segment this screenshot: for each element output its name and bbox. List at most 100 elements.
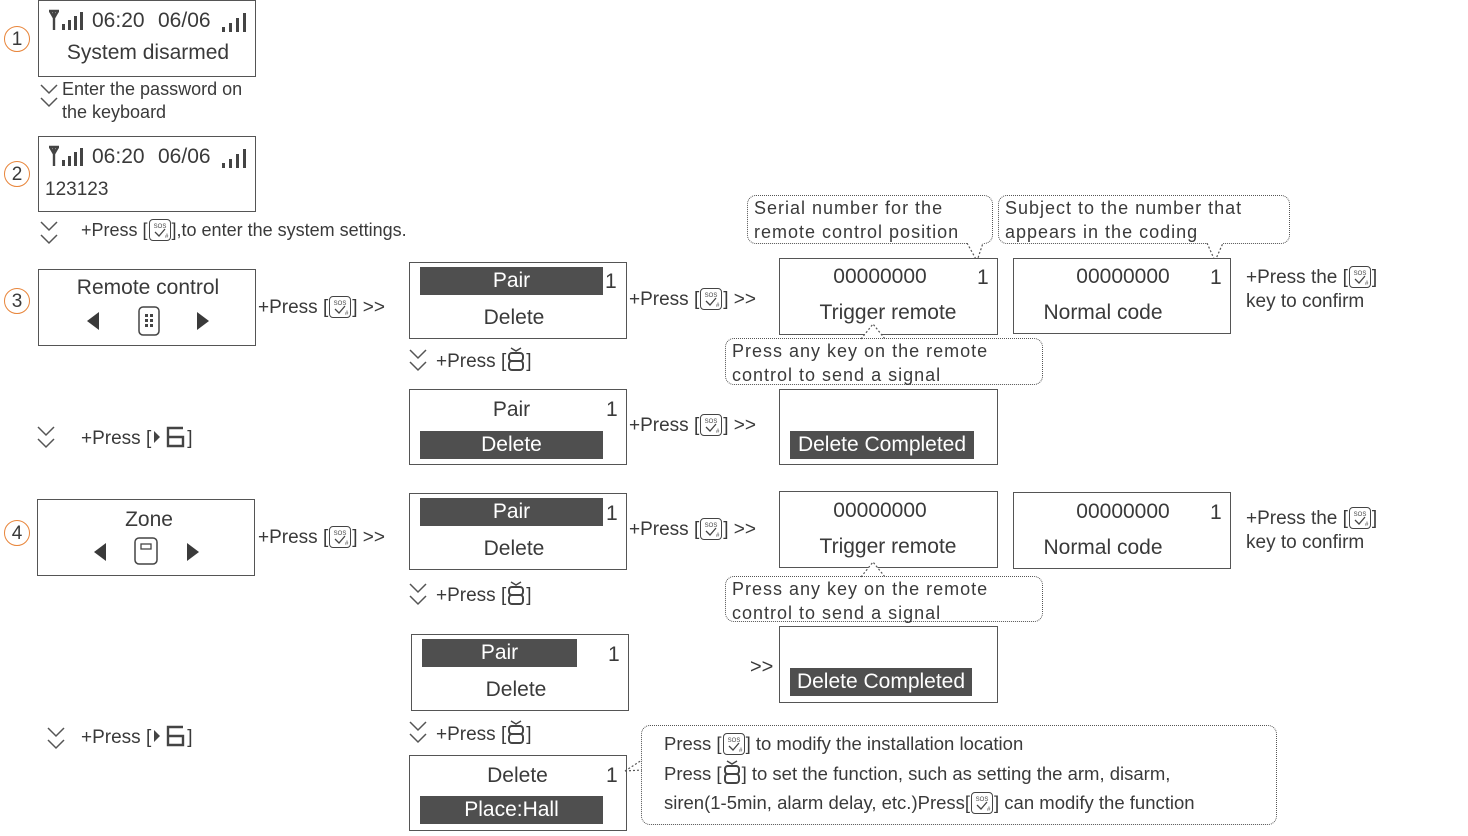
press-sos-instruction: +Press [SOS#] >> (629, 518, 756, 541)
svg-text:SOS: SOS (705, 293, 718, 299)
svg-text:#: # (165, 234, 169, 240)
press-label-end: ] >> (352, 527, 385, 548)
menu-remote-control[interactable]: Remote control (38, 269, 256, 346)
confirm-label-end: ] (1371, 267, 1378, 288)
status-text: System disarmed (66, 41, 230, 64)
press-label: +Press [ (258, 527, 329, 548)
screen-delete-completed: Delete Completed (779, 626, 998, 703)
press-label: +Press [ (81, 727, 152, 748)
note-line: siren(1-5min, alarm delay, etc.)Press[SO… (664, 788, 1254, 818)
press-label-end: ] >> (352, 297, 385, 318)
chevron-down-icon (409, 583, 427, 606)
count-value: 1 (606, 764, 618, 787)
menu-zone[interactable]: Zone (37, 499, 255, 576)
clock-date: 06/06 (158, 145, 211, 168)
zone-code: 00000000 (833, 499, 927, 522)
confirm-instruction: +Press the [SOS#] key to confirm (1246, 507, 1377, 555)
svg-text:#: # (716, 429, 720, 435)
note-line: Press [] to set the function, such as se… (664, 759, 1254, 789)
antenna-signal-icon (48, 9, 83, 30)
step-number-1: 1 (4, 26, 30, 52)
position-number: 1 (1210, 501, 1222, 524)
callout-pointer (860, 561, 886, 578)
chevron-down-icon (409, 721, 427, 744)
menu-item-delete[interactable]: Delete (485, 678, 547, 701)
position-number: 1 (1210, 266, 1222, 289)
press-sos-instruction: +Press [SOS#] >> (258, 296, 385, 319)
press-sos-instruction: +Press [SOS#] >> (258, 526, 385, 549)
press-label: +Press [ (629, 519, 700, 540)
press-label-end: ] (187, 727, 193, 748)
note-text: ] can modify the function (994, 792, 1195, 813)
instruction-suffix: ],to enter the system settings. (171, 220, 407, 240)
menu-item-delete[interactable]: Delete (487, 764, 548, 787)
press-sos-instruction: +Press [SOS#] >> (629, 288, 756, 311)
press-label: +Press [ (436, 585, 507, 606)
chevron-down-icon (409, 349, 427, 372)
press-label-end: ] (526, 585, 532, 606)
note-line: Press [SOS#] to modify the installation … (664, 729, 1254, 759)
password-entry: 123123 (45, 179, 109, 200)
svg-text:#: # (1365, 281, 1369, 287)
sos-key-icon: SOS# (971, 792, 994, 814)
antenna-signal-icon (48, 145, 83, 166)
svg-text:#: # (739, 748, 743, 754)
press-label-end: ] >> (723, 289, 756, 310)
left-arrow-icon[interactable] (86, 311, 100, 331)
chevron-down-icon (40, 84, 58, 108)
note-line: Press any key on the remote (732, 341, 989, 361)
menu-item-delete-selected[interactable]: Delete (420, 431, 603, 459)
code-type: Normal code (1043, 536, 1163, 559)
menu-item-pair-selected[interactable]: Pair (422, 639, 577, 667)
key-8-icon (508, 581, 525, 605)
svg-text:SOS: SOS (976, 797, 989, 803)
svg-text:#: # (1365, 522, 1369, 528)
count-value: 1 (605, 270, 617, 293)
menu-item-pair-selected[interactable]: Pair (420, 267, 603, 295)
key-8-icon (508, 720, 525, 744)
screen-pair-selected: Pair 1 Delete (409, 262, 627, 339)
key-8-icon (508, 347, 525, 371)
press-6-instruction: +Press [] (81, 425, 193, 450)
press-label-end: ] (187, 428, 193, 449)
menu-item-delete[interactable]: Delete (483, 537, 545, 560)
sos-key-icon: SOS# (700, 288, 723, 310)
sos-key-icon: SOS# (700, 414, 723, 436)
menu-title: Remote control (76, 276, 220, 299)
svg-text:SOS: SOS (1354, 512, 1367, 518)
menu-title: Zone (125, 508, 173, 531)
press-sos-instruction: +Press [SOS#] >> (629, 414, 756, 437)
clock-time: 06:20 (92, 9, 145, 32)
note-line: Press any key on the remote (732, 579, 989, 599)
zone-sensor-icon (134, 537, 158, 565)
menu-item-delete[interactable]: Delete (483, 306, 545, 329)
press-label: +Press [ (258, 297, 329, 318)
svg-text:SOS: SOS (334, 301, 347, 307)
svg-text:SOS: SOS (153, 224, 166, 230)
screen-pair-selected: Pair 1 Delete (409, 493, 627, 570)
right-arrow-icon[interactable] (186, 542, 200, 562)
clock-time: 06:20 (92, 145, 145, 168)
note-text: Press [ (664, 733, 722, 754)
count-value: 1 (606, 398, 618, 421)
right-arrow-icon[interactable] (196, 311, 210, 331)
instruction-prefix: +Press [ (81, 220, 148, 240)
svg-text:#: # (345, 541, 349, 547)
menu-item-pair[interactable]: Pair (492, 398, 531, 421)
press-8-instruction: +Press [] (436, 581, 532, 607)
svg-text:SOS: SOS (1354, 271, 1367, 277)
note-text: ] to set the function, such as setting t… (741, 762, 1171, 784)
left-arrow-icon[interactable] (93, 542, 107, 562)
note-modify-location: Press [SOS#] to modify the installation … (641, 725, 1277, 825)
menu-item-pair-selected[interactable]: Pair (420, 498, 603, 526)
sos-key-icon: SOS # (1348, 266, 1371, 288)
screen-place-location: Delete 1 Place:Hall (409, 755, 627, 831)
svg-text:SOS: SOS (727, 738, 740, 744)
callout-pointer (860, 323, 886, 340)
sos-key-icon: SOS# (329, 526, 352, 548)
screen-normal-code: 00000000 1 Normal code (1013, 258, 1231, 334)
press-label-end: ] >> (723, 415, 756, 436)
callout-pointer (1206, 243, 1224, 263)
count-value: 1 (606, 502, 618, 525)
count-value: 1 (608, 643, 620, 666)
